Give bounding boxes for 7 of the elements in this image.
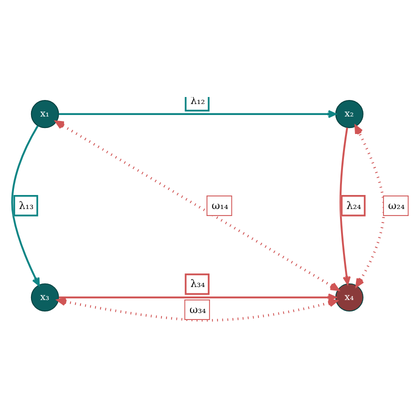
- edge-label: λ₃₄: [190, 278, 206, 290]
- edge-label: ω₂₄: [388, 200, 405, 212]
- edge-label: λ₁₃: [18, 200, 34, 212]
- edge-label: λ₂₄: [346, 200, 362, 212]
- edge-label: ω₁₄: [212, 200, 228, 212]
- edge-label: λ₁₂: [190, 95, 206, 106]
- edge-label: ω₃₄: [189, 304, 206, 316]
